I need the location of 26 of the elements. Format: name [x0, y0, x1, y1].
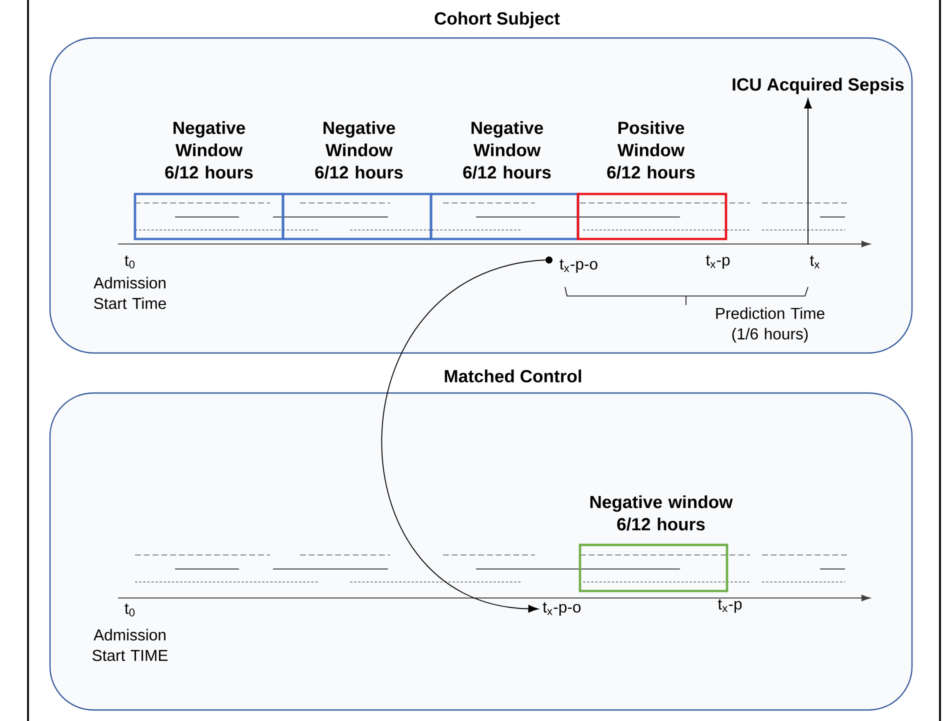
- window-box: Positive Window 6/12 hours: [576, 121, 728, 240]
- node-label: Negative window 6/12 hours: [590, 495, 733, 531]
- time-label: t$_{x}$-p-o: [560, 259, 598, 273]
- node-label: Negative Window 6/12 hours: [463, 121, 551, 179]
- arrow: [804, 98, 812, 244]
- node-label: Cohort Subject: [434, 12, 560, 28]
- axis-label: t$_{x}$-p: [706, 255, 730, 269]
- window-box: Negative Window 6/12 hours: [134, 121, 284, 240]
- time-point: [546, 256, 553, 264]
- node-label: Negative Window 6/12 hours: [315, 121, 403, 179]
- arrow: [381, 260, 546, 613]
- node-label: Negative Window 6/12 hours: [165, 121, 253, 179]
- time-label: t$_{x}$-p-o: [542, 602, 581, 616]
- axis-label: t$_{x}$-p: [718, 599, 742, 613]
- axis-label: t$_{x}$: [810, 256, 820, 268]
- window-box: Negative Window 6/12 hours: [430, 121, 580, 240]
- node-label: Matched Control: [444, 370, 582, 382]
- node-label: Positive Window 6/12 hours: [607, 121, 695, 179]
- axis-label: t$_{0}$: [124, 604, 135, 616]
- axis-label: t$_{0}$: [124, 256, 135, 268]
- window-box: Negative Window 6/12 hours: [282, 121, 432, 240]
- axis-label: Prediction Time (1/6 hours): [716, 307, 824, 343]
- axis-label: Admission Start TIME: [92, 628, 168, 662]
- axis-label: Admission Start Time: [94, 276, 166, 310]
- window-box: Negative window 6/12 hours: [578, 495, 733, 592]
- event-label: ICU Acquired Sepsis: [732, 78, 904, 94]
